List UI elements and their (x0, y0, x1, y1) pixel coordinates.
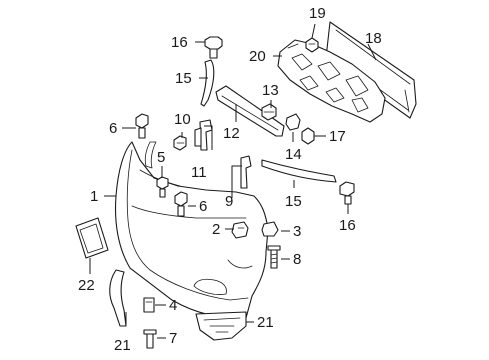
bolt-16-upper (204, 36, 223, 59)
callout-13: 13 (262, 82, 279, 99)
callout-17: 17 (329, 128, 346, 145)
deflector-21-left (109, 269, 127, 327)
callout-21-left: 21 (114, 337, 131, 354)
clip-3 (261, 221, 279, 237)
bolt-10 (173, 135, 187, 151)
nut-17 (301, 127, 315, 145)
leader-18 (367, 43, 377, 61)
leader-19 (311, 23, 316, 39)
bracket-12 (215, 85, 285, 137)
callout-19: 19 (309, 5, 326, 22)
bolt-5 (156, 176, 169, 198)
screw-8 (267, 245, 281, 269)
callout-14: 14 (285, 146, 302, 163)
screw-7 (143, 329, 157, 349)
callout-16-upper: 16 (171, 34, 188, 51)
callout-18: 18 (365, 30, 382, 47)
clip-13 (261, 103, 277, 121)
callout-9: 9 (225, 193, 233, 210)
clip-4 (143, 297, 155, 313)
license-bracket (75, 217, 109, 259)
callout-16-lower: 16 (339, 217, 356, 234)
bracket-11 (194, 119, 213, 151)
clip-14 (285, 113, 301, 131)
callout-3: 3 (293, 223, 301, 240)
callout-11: 11 (191, 164, 207, 181)
leader-9 (231, 165, 242, 198)
callout-8: 8 (293, 251, 301, 268)
bolt-16-lower (339, 181, 355, 205)
callout-4: 4 (169, 297, 177, 314)
molding-15-upper (200, 59, 215, 107)
bumper-cover (115, 141, 269, 319)
callout-20: 20 (249, 48, 266, 65)
leader-11 (204, 125, 213, 150)
callout-15-lower: 15 (285, 193, 302, 210)
molding-15-lower (261, 159, 337, 183)
clip-2 (231, 221, 249, 239)
callout-6-upper: 6 (109, 120, 117, 137)
callout-1: 1 (90, 188, 98, 205)
callout-12: 12 (223, 125, 240, 142)
callout-22: 22 (78, 277, 95, 294)
callout-6-lower: 6 (199, 198, 207, 215)
bracket-9 (240, 155, 252, 189)
callout-10: 10 (174, 111, 191, 128)
leader-lines (89, 23, 377, 339)
callout-2: 2 (212, 221, 220, 238)
callout-21-right: 21 (257, 314, 274, 331)
bolt-6-upper (135, 113, 149, 139)
callout-labels: 1 2 3 4 5 6 6 7 8 9 10 11 12 13 14 15 15… (78, 5, 382, 354)
callout-15-upper: 15 (175, 70, 192, 87)
bolt-6-lower (174, 191, 188, 217)
callout-7: 7 (169, 330, 177, 347)
callout-5: 5 (157, 149, 165, 166)
deflector-21-right (195, 311, 247, 341)
